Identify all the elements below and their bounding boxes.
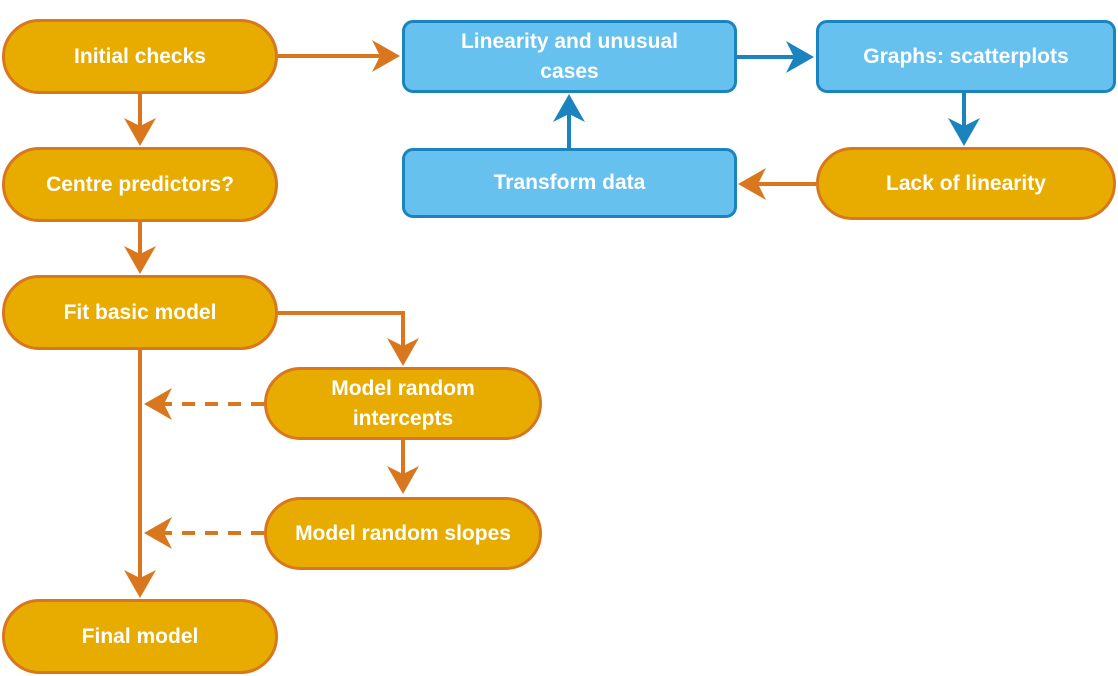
final-model-label: Final model [81,624,199,648]
initial-checks-node: Initial checks [2,19,278,94]
model-random-slopes-node: Model random slopes [264,497,542,570]
model-random-slopes-label: Model random slopes [295,521,511,545]
fit-basic-model-node: Fit basic model [2,275,278,350]
transform-data-label: Transform data [493,171,646,194]
arrow-fit-to-intercepts [278,311,419,366]
model-random-intercepts-node: Model random intercepts [264,367,542,440]
centre-predictors-node: Centre predictors? [2,147,278,222]
initial-checks-label: Initial checks [74,44,206,68]
centre-predictors-label: Centre predictors? [46,172,234,196]
lack-of-linearity-node: Lack of linearity [816,147,1116,220]
fit-basic-model-label: Fit basic model [63,300,217,324]
model-random-intercepts-label: Model random intercepts [331,376,475,430]
graphs-scatterplots-node: Graphs: scatterplots [816,20,1116,93]
transform-data-node: Transform data [402,148,737,218]
graphs-scatterplots-label: Graphs: scatterplots [863,44,1069,68]
linearity-unusual-cases-node: Linearity and unusual cases [402,20,737,93]
linearity-unusual-cases-label: Linearity and unusual cases [460,29,679,83]
lack-of-linearity-label: Lack of linearity [886,171,1046,195]
final-model-node: Final model [2,599,278,674]
